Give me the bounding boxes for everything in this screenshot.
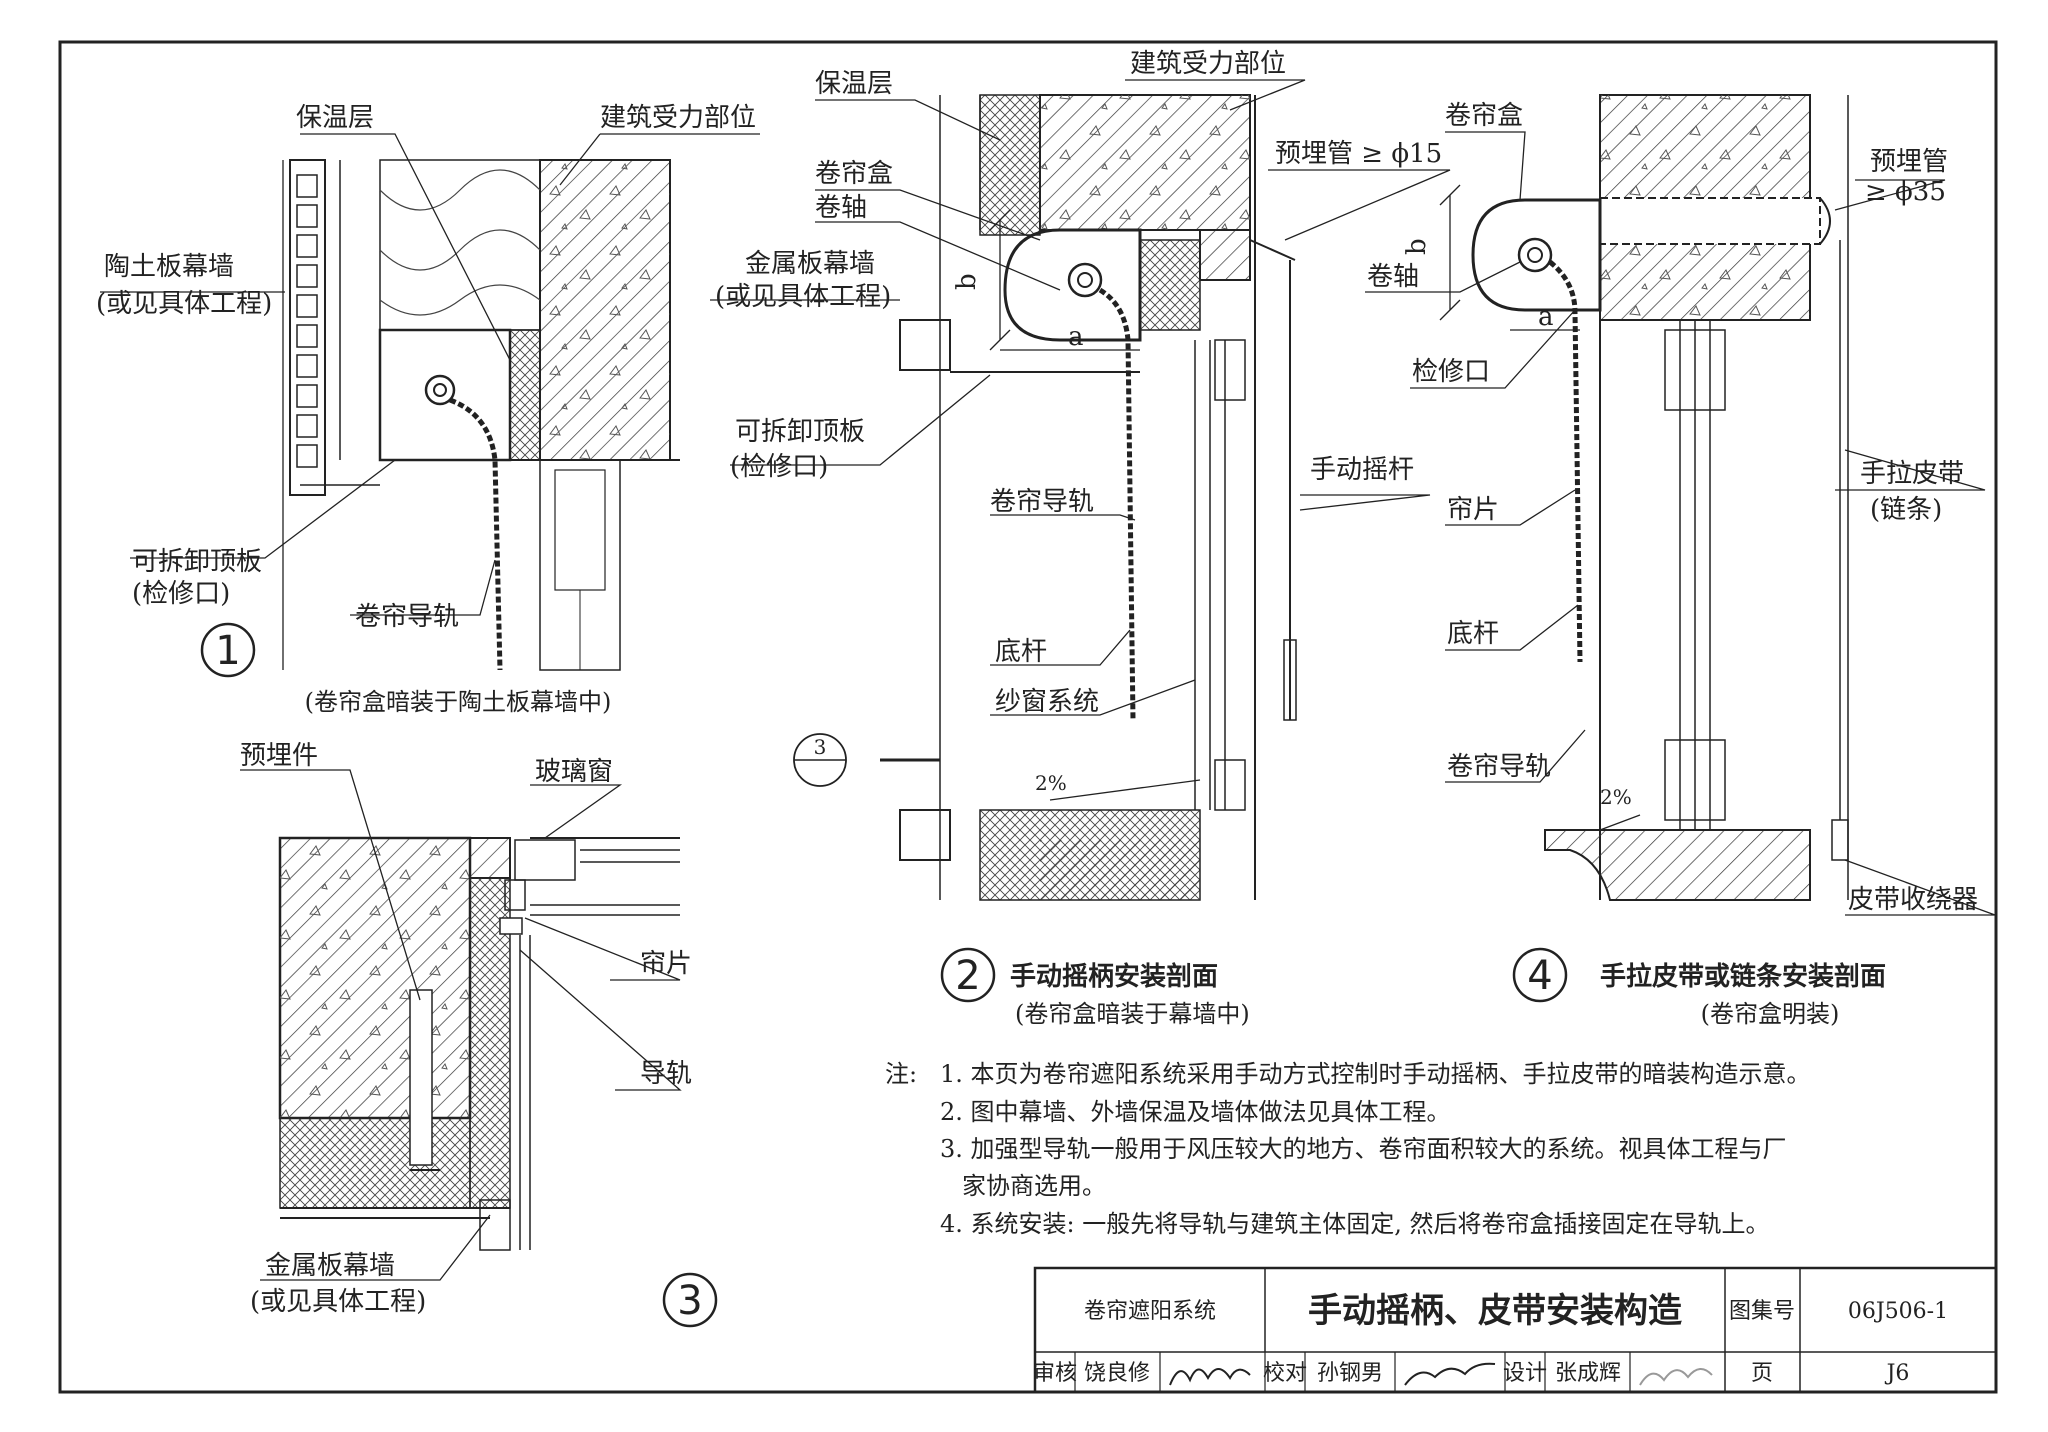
d2-title: 手动摇柄安装剖面 [1010,961,1218,992]
d2-shaft-label: 卷轴 [815,193,867,223]
note-2: 2. 图中幕墙、外墙保温及墙体做法见具体工程。 [940,1098,1451,1126]
d4-access-label: 检修口 [1412,357,1490,387]
d1-top-plate-label: 可拆卸顶板 [132,547,262,577]
d4-pipe-label: 预埋管 [1870,147,1948,177]
tb-designer-signature [1639,1368,1713,1386]
detail-1: 保温层 建筑受力部位 陶土板幕墙 (或见具体工程) 可拆卸顶板 (检修口) 卷帘… [96,103,760,716]
d4-caption: (卷帘盒明装) [1701,1000,1840,1028]
d2-top-plate-label: 可拆卸顶板 [735,417,865,447]
d1-number-circle [200,622,256,678]
d4-bottom-bar-label: 底杆 [1447,619,1499,649]
d3-number: 3 [677,1278,702,1324]
tb-design-label: 设计 [1503,1361,1547,1386]
detail-2: b a 保温层 建筑受力部位 预埋管 ≥ ϕ15 卷帘盒 卷轴 金属板幕墙 (或… [710,49,1451,1028]
d4-slope-label: 2% [1600,785,1632,809]
d3-embedded-label: 预埋件 [240,741,318,771]
tb-category: 卷帘遮阳系统 [1084,1299,1216,1324]
note-1: 1. 本页为卷帘遮阳系统采用手动方式控制时手动摇柄、手拉皮带的暗装构造示意。 [940,1060,1811,1088]
d4-slat-label: 帘片 [1447,495,1499,525]
d3-window-label: 玻璃窗 [535,757,613,787]
tb-page-label: 页 [1751,1361,1773,1386]
d4-belt-label-2: (链条) [1870,495,1942,525]
tb-title: 手动摇柄、皮带安装构造 [1308,1291,1682,1331]
d3-rail-label: 导轨 [640,1059,692,1089]
d2-dim-a: a [1068,322,1084,352]
d3-metal-wall-label-2: (或见具体工程) [250,1287,426,1317]
d2-number: 2 [955,953,980,999]
title-block [1033,1266,1998,1394]
tb-checker: 孙钢男 [1317,1361,1383,1386]
d1-guide-rail-label: 卷帘导轨 [355,602,459,632]
d1-insulation-label: 保温层 [296,103,374,133]
d2-top-plate-label-2: (检修口) [730,452,828,482]
d2-screen-label: 纱窗系统 [995,687,1099,717]
d2-pipe-label: 预埋管 ≥ ϕ15 [1275,139,1442,169]
d1-top-plate-label-2: (检修口) [132,579,230,609]
d4-winder-label: 皮带收绕器 [1848,885,1978,915]
d2-ref-number: 3 [814,735,827,759]
d3-slat-label: 帘片 [640,949,692,979]
tb-atlas-label: 图集号 [1729,1299,1795,1324]
tb-designer: 张成辉 [1555,1361,1621,1386]
d4-box-label: 卷帘盒 [1445,101,1523,131]
detail-4: b a 卷帘盒 预埋管 ≥ ϕ35 卷轴 检修口 手拉皮带 (链条) 帘片 底杆… [1365,94,1996,1028]
d2-crank-label: 手动摇杆 [1310,455,1414,485]
d1-number: 1 [215,628,240,674]
d1-structure-label: 建筑受力部位 [600,103,756,133]
notes: 注: 1. 本页为卷帘遮阳系统采用手动方式控制时手动摇柄、手拉皮带的暗装构造示意… [885,1060,1811,1238]
tb-checker-signature [1404,1362,1496,1386]
note-3-cont: 家协商选用。 [962,1172,1106,1200]
tb-review-label: 审核 [1033,1361,1077,1386]
d1-terracotta-label-2: (或见具体工程) [96,289,272,319]
d2-slope-label: 2% [1035,771,1067,795]
d2-metal-wall-label-2: (或见具体工程) [715,282,891,312]
detail-3: 预埋件 玻璃窗 帘片 导轨 金属板幕墙 (或见具体工程) 3 [240,741,718,1328]
tb-atlas-number: 06J506-1 [1848,1299,1948,1324]
d2-caption: (卷帘盒暗装于幕墙中) [1015,1000,1250,1028]
d4-shaft-label: 卷轴 [1367,262,1419,292]
tb-reviewer-signature [1169,1368,1251,1386]
tb-check-label: 校对 [1263,1361,1307,1386]
tb-page: J6 [1885,1361,1910,1386]
tb-reviewer: 饶良修 [1084,1361,1150,1386]
sheet-border [58,40,1998,1394]
d4-title: 手拉皮带或链条安装剖面 [1600,961,1886,992]
d4-belt-label: 手拉皮带 [1860,459,1964,489]
note-4: 4. 系统安装: 一般先将导轨与建筑主体固定, 然后将卷帘盒插接固定在导轨上。 [940,1210,1770,1238]
d2-bottom-bar-label: 底杆 [995,637,1047,667]
d4-dim-a: a [1538,302,1554,332]
d4-number-circle [1512,947,1568,1003]
d2-structure-label: 建筑受力部位 [1130,49,1286,79]
note-3: 3. 加强型导轨一般用于风压较大的地方、卷帘面积较大的系统。视具体工程与厂 [940,1135,1787,1163]
d2-metal-wall-label: 金属板幕墙 [745,249,875,279]
d3-metal-wall-label: 金属板幕墙 [265,1251,395,1281]
d4-number: 4 [1527,953,1552,999]
d2-dim-b: b [952,273,982,290]
notes-prefix: 注: [885,1060,917,1088]
d3-number-circle [662,1272,718,1328]
d1-caption: (卷帘盒暗装于陶土板幕墙中) [305,688,612,716]
d4-dim-b: b [1402,238,1432,255]
d2-guide-rail-label: 卷帘导轨 [990,487,1094,517]
d4-guide-rail-label: 卷帘导轨 [1447,752,1551,782]
d2-box-label: 卷帘盒 [815,159,893,189]
d2-insulation-label: 保温层 [815,69,893,99]
d4-pipe-label-2: ≥ ϕ35 [1865,177,1946,207]
d1-terracotta-label: 陶土板幕墙 [104,252,234,282]
d2-number-circle [940,947,996,1003]
